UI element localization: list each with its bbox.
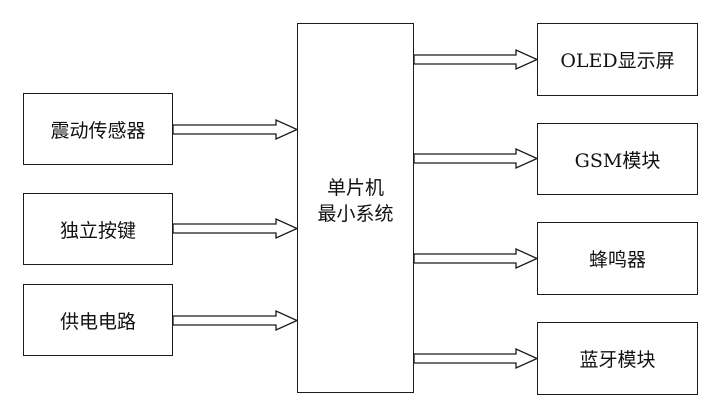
block-independent-key: 独立按键 (23, 193, 173, 265)
arrow-key-to-mcu (172, 217, 299, 240)
mcu-label-line2: 最小系统 (317, 203, 394, 225)
block-oled-display: OLED显示屏 (537, 23, 698, 96)
block-label: OLED显示屏 (560, 50, 675, 72)
block-bluetooth-module: 蓝牙模块 (537, 322, 698, 395)
arrow-mcu-to-gsm (413, 147, 539, 170)
block-label: 蜂鸣器 (588, 249, 646, 271)
arrow-vibration-to-mcu (172, 118, 299, 141)
arrow-mcu-to-buzzer (413, 247, 539, 270)
block-mcu-minimum-system: 单片机 最小系统 (297, 23, 414, 393)
block-label: 震动传感器 (50, 119, 146, 142)
block-buzzer: 蜂鸣器 (537, 222, 698, 295)
block-label: 独立按键 (59, 219, 136, 242)
block-gsm-module: GSM模块 (537, 123, 698, 195)
block-power-circuit: 供电电路 (23, 284, 173, 356)
block-label: 蓝牙模块 (579, 349, 656, 371)
arrow-mcu-to-oled (413, 48, 539, 71)
arrow-power-to-mcu (172, 309, 299, 332)
block-label: 供电电路 (59, 310, 136, 333)
block-label: GSM模块 (574, 149, 661, 172)
block-vibration-sensor: 震动传感器 (23, 93, 173, 165)
mcu-label-line1: 单片机 (326, 177, 384, 199)
arrow-mcu-to-bluetooth (413, 347, 539, 370)
